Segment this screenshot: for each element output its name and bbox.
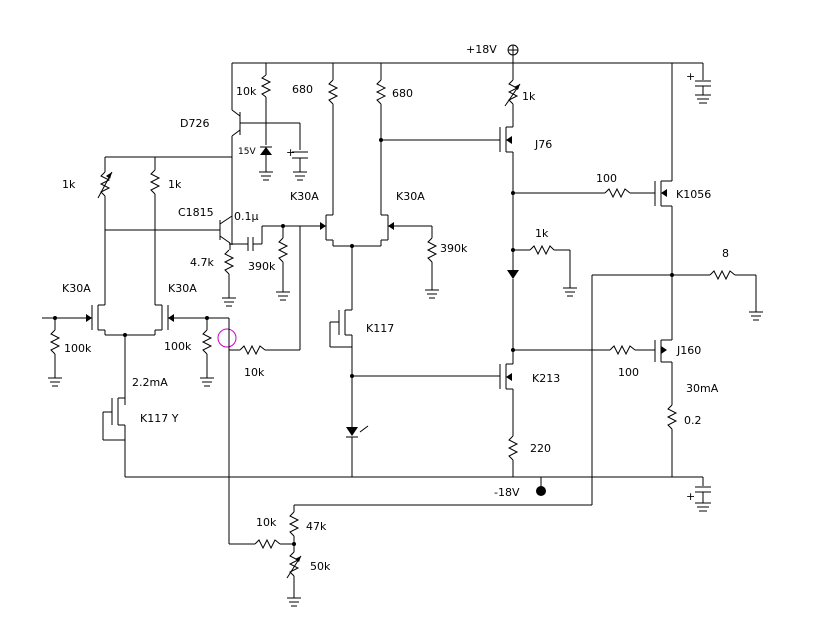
label-r-680-a: 680	[292, 83, 313, 96]
transistor-c1815	[219, 210, 246, 307]
label-r-680-b: 680	[392, 87, 413, 100]
positive-rail	[232, 44, 704, 80]
label-r-4k7: 4.7k	[190, 256, 214, 269]
label-vplus: +18V	[466, 43, 497, 56]
label-q-d726: D726	[180, 117, 209, 130]
negative-rail	[125, 476, 704, 496]
output-stage	[592, 63, 763, 477]
label-q-k213: K213	[532, 372, 560, 385]
label-z-15v: 15V	[238, 147, 256, 157]
label-r-1k-mid: 1k	[535, 227, 549, 240]
label-r-47k: 47k	[306, 520, 327, 533]
label-i-22ma: 2.2mA	[132, 376, 168, 389]
label-r-220: 220	[530, 442, 551, 455]
label-r-8: 8	[722, 247, 729, 260]
k117-current-source	[329, 246, 500, 477]
label-r-1k-left-b: 1k	[168, 178, 182, 191]
label-r-10k-fb: 10k	[244, 366, 265, 379]
label-q-k30a-mid-a: K30A	[290, 190, 319, 203]
label-plus-c: +	[686, 490, 695, 503]
label-vminus: -18V	[494, 486, 520, 499]
label-q-k30a-left-b: K30A	[168, 282, 197, 295]
label-q-k117-mid: K117	[366, 322, 394, 335]
label-q-j160: J160	[676, 344, 701, 357]
cap-top-right	[695, 80, 711, 104]
input-resistors	[42, 316, 214, 387]
label-r-100k-a: 100k	[64, 342, 92, 355]
offset-trim	[229, 275, 593, 607]
bias-bus	[97, 156, 232, 305]
label-q-k30a-left-a: K30A	[62, 282, 91, 295]
mid-diff-pair	[318, 63, 500, 299]
label-q-j76: J76	[534, 138, 552, 151]
label-r-50k: 50k	[310, 560, 331, 573]
driver-column	[499, 63, 610, 477]
label-q-k117y: K117 Y	[140, 412, 179, 425]
label-plus-b: +	[286, 146, 295, 159]
label-q-k30a-mid-b: K30A	[396, 190, 425, 203]
probe-marker	[217, 328, 237, 348]
k117y-current-source	[102, 397, 126, 477]
coupling-network	[246, 224, 318, 351]
label-plus-a: +	[686, 70, 695, 83]
label-r-1k-top: 1k	[522, 90, 536, 103]
label-c-01u: 0.1μ	[234, 210, 259, 223]
label-r-100k-b: 100k	[164, 340, 192, 353]
label-r-390k-right: 390k	[440, 242, 468, 255]
label-r-02: 0.2	[684, 414, 702, 427]
cap-bottom-right	[695, 486, 711, 512]
label-i-30ma: 30mA	[686, 382, 719, 395]
label-q-c1815: C1815	[178, 206, 214, 219]
label-r-10k-top: 10k	[236, 85, 257, 98]
label-r-1k-left-a: 1k	[62, 178, 76, 191]
label-r-10k-bot: 10k	[256, 516, 277, 529]
label-r-100-bot: 100	[618, 366, 639, 379]
label-r-390k-left: 390k	[248, 260, 276, 273]
component-labels: +18V -18V 10k 680 680 1k D726 15V J76 1k…	[62, 43, 729, 573]
feedback-network	[228, 318, 266, 544]
regulator-section	[231, 63, 308, 245]
input-diff-pair	[55, 230, 229, 405]
label-r-100-top: 100	[596, 172, 617, 185]
label-q-k1056: K1056	[676, 188, 711, 201]
